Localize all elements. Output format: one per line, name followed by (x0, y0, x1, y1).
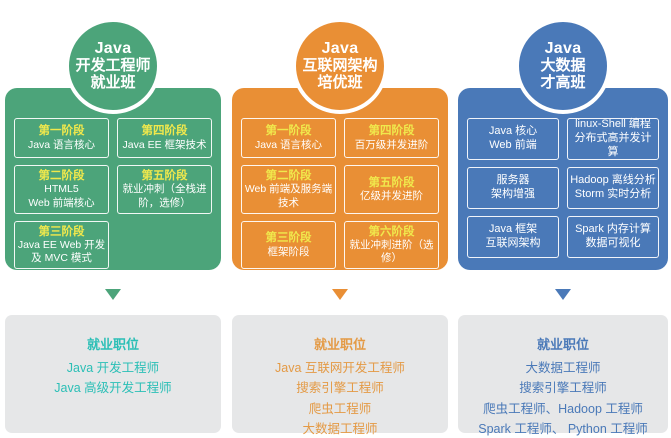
badge-line-3: 就业班 (90, 73, 136, 91)
stage-box[interactable]: 第三阶段 框架阶段 (241, 220, 336, 270)
stage-box[interactable]: 第四阶段 百万级并发进阶 (344, 118, 439, 158)
stage-box[interactable]: Java 核心 Web 前端 (467, 118, 559, 160)
badge-line-3: 才高班 (540, 73, 586, 91)
stage-box[interactable]: Hadoop 离线分析 Storm 实时分析 (567, 167, 659, 209)
stage-desc: Java 核心 Web 前端 (488, 125, 538, 151)
stage-title: 第三阶段 (38, 225, 85, 238)
stage-desc: 亿级并发进阶 (360, 189, 423, 202)
stage-desc: 服务器 架构增强 (491, 174, 535, 200)
job-card-line: Java 高级开发工程师 (54, 381, 172, 396)
stage-box[interactable]: 第六阶段 就业冲刺进阶（选修） (344, 220, 439, 270)
column-java-bigdata: Java 大数据 才高班 Java 核心 Web 前端 linux-Shell … (458, 0, 668, 438)
stage-desc: Java EE Web 开发 及 MVC 模式 (17, 239, 106, 265)
stage-title: 第一阶段 (265, 125, 312, 138)
job-card-line: Java 互联网开发工程师 (275, 361, 405, 375)
stage-box[interactable]: Spark 内存计算 数据可视化 (567, 216, 659, 258)
stage-title: 第三阶段 (265, 232, 312, 245)
badge-line-3: 培优班 (317, 73, 363, 91)
stage-grid-java-dev: 第一阶段 Java 语言核心 第四阶段 Java EE 框架技术 第二阶段 HT… (14, 118, 212, 270)
stage-desc: Web 前端及服务端技术 (244, 183, 333, 209)
stage-box[interactable]: 第五阶段 就业冲刺（全栈进 阶，选修） (117, 165, 212, 214)
flow-arrow-down-icon (332, 289, 348, 300)
job-card-line: Java 开发工程师 (66, 361, 160, 375)
flow-arrow-down-icon (555, 289, 571, 300)
badge-line-2: 大数据 (540, 57, 586, 75)
stage-box[interactable]: 第五阶段 亿级并发进阶 (344, 165, 439, 214)
panel-java-bigdata: Java 核心 Web 前端 linux-Shell 编程 分布式高并发计算 服… (458, 88, 668, 270)
job-card-line: Spark 工程师、 Python 工程师 (478, 421, 648, 436)
badge-line-2: 开发工程师 (75, 57, 151, 75)
column-java-dev: Java 开发工程师 就业班 第一阶段 Java 语言核心 第四阶段 Java … (5, 0, 221, 438)
stage-title: 第四阶段 (368, 125, 415, 138)
badge-line-1: Java (544, 40, 582, 58)
stage-desc: Java 框架 互联网架构 (485, 223, 541, 249)
job-card-line: 搜索引擎工程师 (296, 381, 384, 396)
job-card-title: 就业职位 (313, 337, 366, 352)
stage-title: 第五阶段 (141, 170, 188, 182)
stage-desc: Java EE 框架技术 (122, 138, 207, 151)
stage-desc: 百万级并发进阶 (354, 138, 429, 151)
stage-title: 第五阶段 (368, 176, 415, 189)
stage-box[interactable]: 第一阶段 Java 语言核心 (241, 118, 336, 158)
flow-arrow-down-icon (105, 289, 121, 300)
job-card-line: 搜索引擎工程师 (519, 381, 607, 396)
stage-desc: Hadoop 离线分析 Storm 实时分析 (570, 174, 656, 200)
stage-desc: HTML5 Web 前端核心 (28, 183, 95, 209)
stage-desc: 框架阶段 (267, 245, 310, 258)
badge-line-1: Java (321, 40, 359, 58)
stage-title: 第二阶段 (265, 170, 312, 182)
column-java-arch: Java 互联网架构 培优班 第一阶段 Java 语言核心 第四阶段 百万级并发… (232, 0, 448, 438)
stage-box[interactable]: 服务器 架构增强 (467, 167, 559, 209)
stage-desc: linux-Shell 编程 分布式高并发计算 (574, 118, 652, 158)
stage-box[interactable]: 第一阶段 Java 语言核心 (14, 118, 109, 158)
job-card-line: 爬虫工程师、Hadoop 工程师 (483, 401, 643, 416)
stage-box[interactable]: 第二阶段 Web 前端及服务端技术 (241, 165, 336, 214)
panel-java-dev: 第一阶段 Java 语言核心 第四阶段 Java EE 框架技术 第二阶段 HT… (5, 88, 221, 270)
stage-desc: Java 语言核心 (254, 138, 323, 151)
stage-title: 第六阶段 (368, 225, 415, 238)
job-card-java-dev: 就业职位 Java 开发工程师 Java 高级开发工程师 (5, 315, 221, 433)
stage-grid-java-bigdata: Java 核心 Web 前端 linux-Shell 编程 分布式高并发计算 服… (467, 118, 659, 258)
badge-java-bigdata: Java 大数据 才高班 (515, 18, 611, 114)
stage-desc: Spark 内存计算 数据可视化 (575, 223, 651, 249)
badge-line-1: Java (94, 40, 132, 58)
panel-java-arch: 第一阶段 Java 语言核心 第四阶段 百万级并发进阶 第二阶段 Web 前端及… (232, 88, 448, 270)
job-card-java-arch: 就业职位 Java 互联网开发工程师 搜索引擎工程师 爬虫工程师 大数据工程师 (232, 315, 448, 436)
stage-grid-java-arch: 第一阶段 Java 语言核心 第四阶段 百万级并发进阶 第二阶段 Web 前端及… (241, 118, 439, 270)
badge-java-dev: Java 开发工程师 就业班 (65, 18, 161, 114)
stage-box[interactable]: 第三阶段 Java EE Web 开发 及 MVC 模式 (14, 220, 109, 270)
badge-java-arch: Java 互联网架构 培优班 (292, 18, 388, 114)
stage-box[interactable]: 第四阶段 Java EE 框架技术 (117, 118, 212, 158)
stage-title: 第一阶段 (38, 125, 85, 138)
stage-box[interactable]: 第二阶段 HTML5 Web 前端核心 (14, 165, 109, 214)
job-card-title: 就业职位 (86, 337, 139, 352)
stage-desc: 就业冲刺（全栈进 阶，选修） (122, 183, 207, 209)
job-card-title: 就业职位 (536, 337, 589, 352)
job-card-line: 大数据工程师 (525, 361, 601, 375)
stage-box[interactable]: linux-Shell 编程 分布式高并发计算 (567, 118, 659, 160)
stage-desc: Java 语言核心 (27, 138, 96, 151)
stage-desc: 就业冲刺进阶（选修） (349, 239, 434, 265)
stage-box[interactable]: Java 框架 互联网架构 (467, 216, 559, 258)
job-card-line: 大数据工程师 (302, 421, 378, 436)
stage-title: 第四阶段 (141, 125, 188, 138)
stage-title: 第二阶段 (38, 170, 85, 182)
badge-line-2: 互联网架构 (302, 57, 378, 75)
job-card-line: 爬虫工程师 (308, 401, 372, 416)
job-card-java-bigdata: 就业职位 大数据工程师 搜索引擎工程师 爬虫工程师、Hadoop 工程师 Spa… (458, 315, 668, 436)
